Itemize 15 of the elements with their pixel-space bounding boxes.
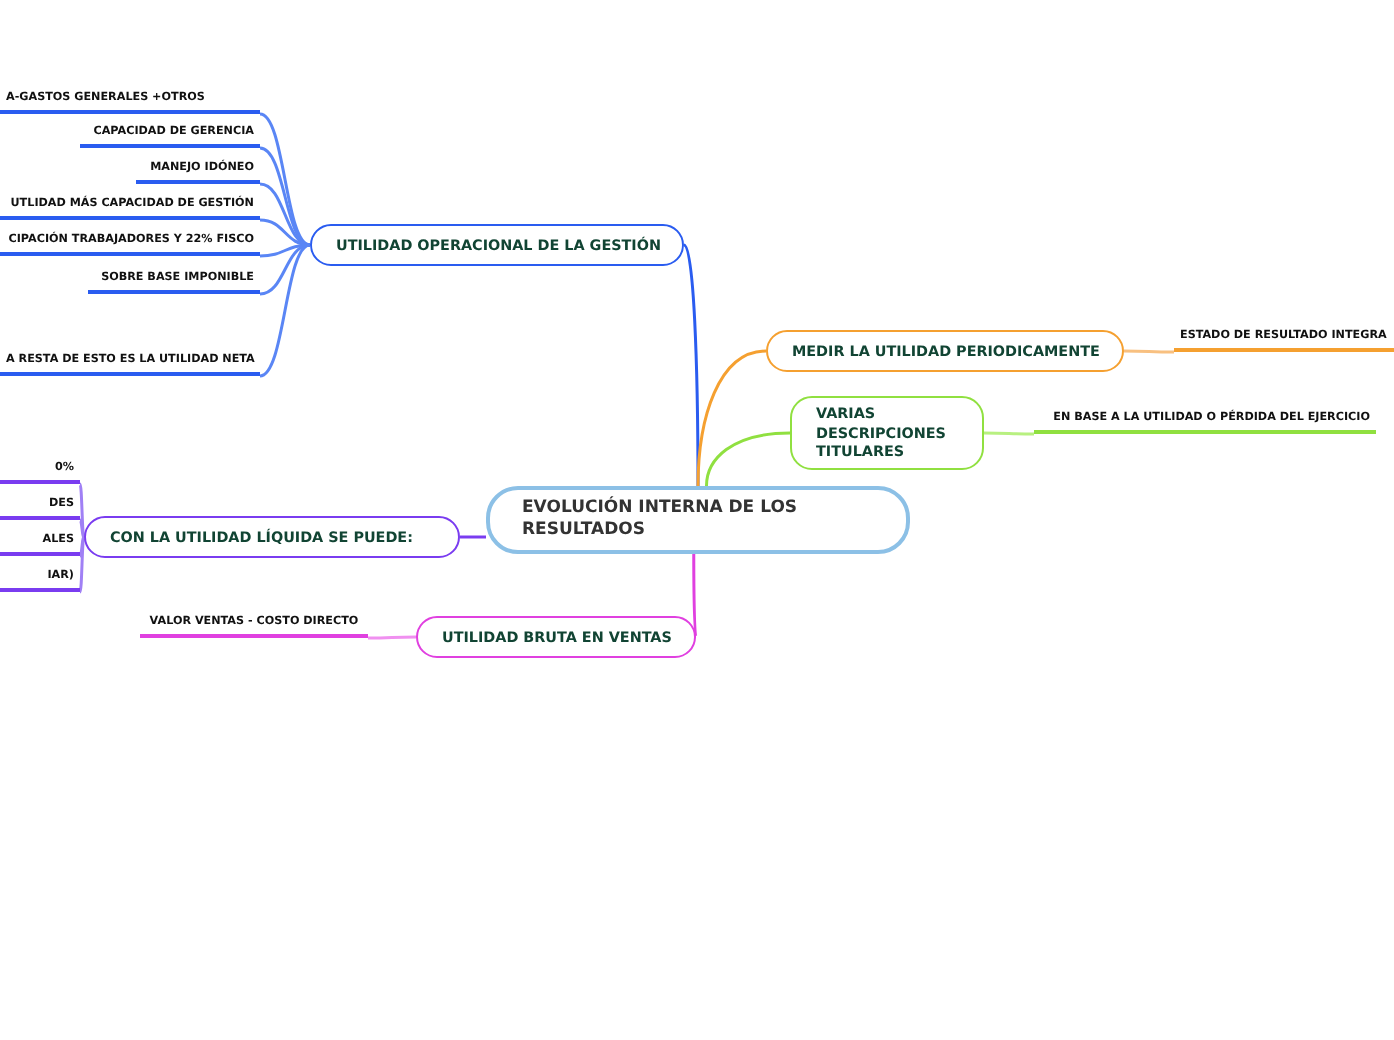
connector-line xyxy=(1124,349,1174,354)
connector-line xyxy=(368,635,416,640)
central-topic: EVOLUCIÓN INTERNA DE LOS RESULTADOS xyxy=(486,486,910,554)
connector-line xyxy=(259,146,311,247)
connector-line xyxy=(259,182,311,247)
connector-line xyxy=(78,519,86,538)
connector-line xyxy=(705,431,791,487)
connector-line xyxy=(696,349,767,487)
connector-line xyxy=(259,243,311,378)
connector-line xyxy=(78,536,86,593)
connector-line xyxy=(460,535,486,539)
connector-line xyxy=(984,431,1034,436)
connector-line xyxy=(259,112,311,247)
connector-line xyxy=(682,243,700,486)
connector-line xyxy=(78,536,86,557)
